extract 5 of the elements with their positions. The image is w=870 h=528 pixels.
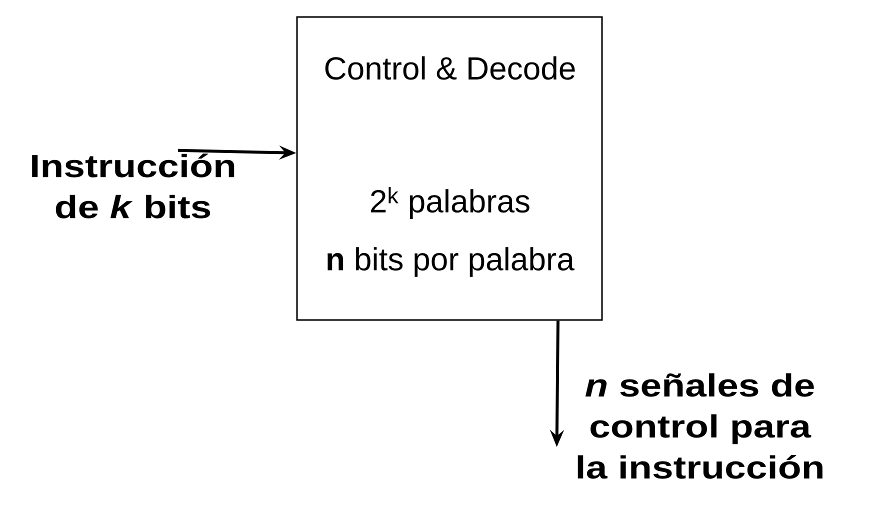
box-text: 2$^{k}$ palabras: [371, 187, 530, 219]
box-text: n bits por palabra: [328, 247, 574, 277]
signal-label: Instrucción de k bits: [32, 154, 234, 218]
box-title: Control & Decode: [325, 56, 575, 80]
signal-label: n señales de control para la instrucción: [578, 373, 822, 479]
